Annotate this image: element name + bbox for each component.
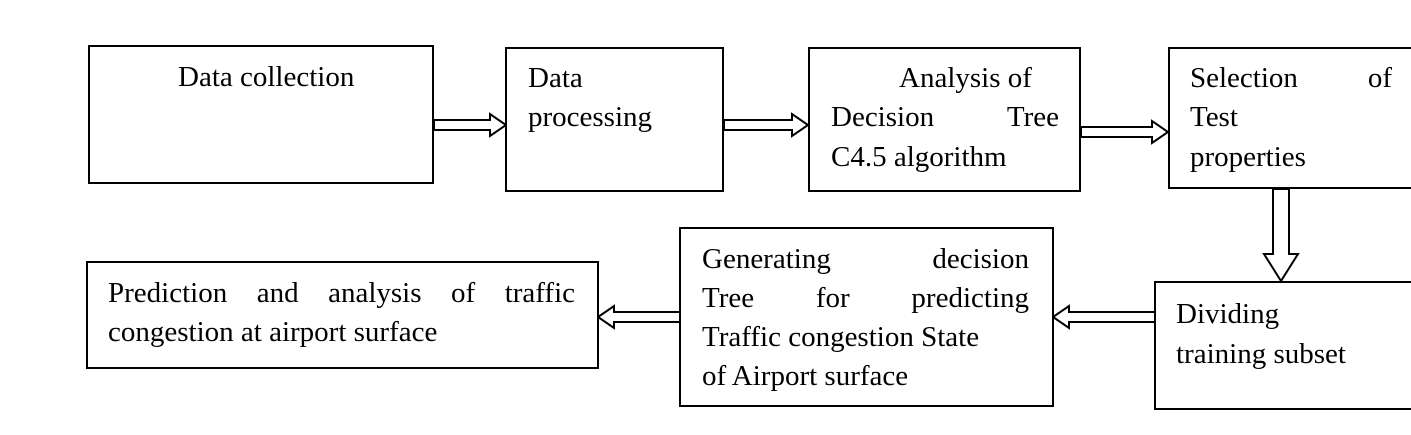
node-analysis-line-3: C4.5 algorithm xyxy=(831,141,1007,173)
arrow-generating-to-prediction xyxy=(596,304,681,330)
arrow-processing-to-analysis xyxy=(723,112,810,138)
node-selection-line-1: Selection of xyxy=(1190,62,1392,94)
node-selection-line-2: Test xyxy=(1190,101,1238,133)
node-dividing-line-1: Dividing xyxy=(1176,298,1280,330)
node-generating-line-1: Generating decision xyxy=(702,243,1029,275)
node-selection-line-3: properties xyxy=(1190,141,1306,173)
arrow-selection-to-dividing xyxy=(1262,188,1300,283)
node-data-processing-line-1: Data xyxy=(528,62,583,94)
node-prediction-line-2: congestion at airport surface xyxy=(108,316,438,348)
arrow-analysis-to-selection xyxy=(1080,119,1170,145)
node-analysis xyxy=(808,47,1081,192)
node-generating-line-4: of Airport surface xyxy=(702,360,909,392)
node-analysis-line-1: Analysis of xyxy=(899,62,1032,94)
node-analysis-line-2: Decision Tree xyxy=(831,101,1059,133)
arrow-collection-to-processing xyxy=(433,112,508,138)
node-generating-line-3: Traffic congestion State xyxy=(702,321,980,353)
node-prediction-line-1: Prediction and analysis of traffic xyxy=(108,277,575,309)
node-dividing xyxy=(1154,281,1411,410)
arrow-dividing-to-generating xyxy=(1051,304,1156,330)
node-data-processing xyxy=(505,47,724,192)
node-dividing-line-2: training subset xyxy=(1176,338,1346,370)
node-generating-line-2: Tree for predicting xyxy=(702,282,1029,314)
node-selection xyxy=(1168,47,1411,189)
node-data-processing-line-2: processing xyxy=(528,101,653,133)
node-prediction xyxy=(86,261,599,369)
node-generating xyxy=(679,227,1054,407)
node-data-collection xyxy=(88,45,434,184)
node-data-collection-line-1: Data collection xyxy=(178,61,355,93)
